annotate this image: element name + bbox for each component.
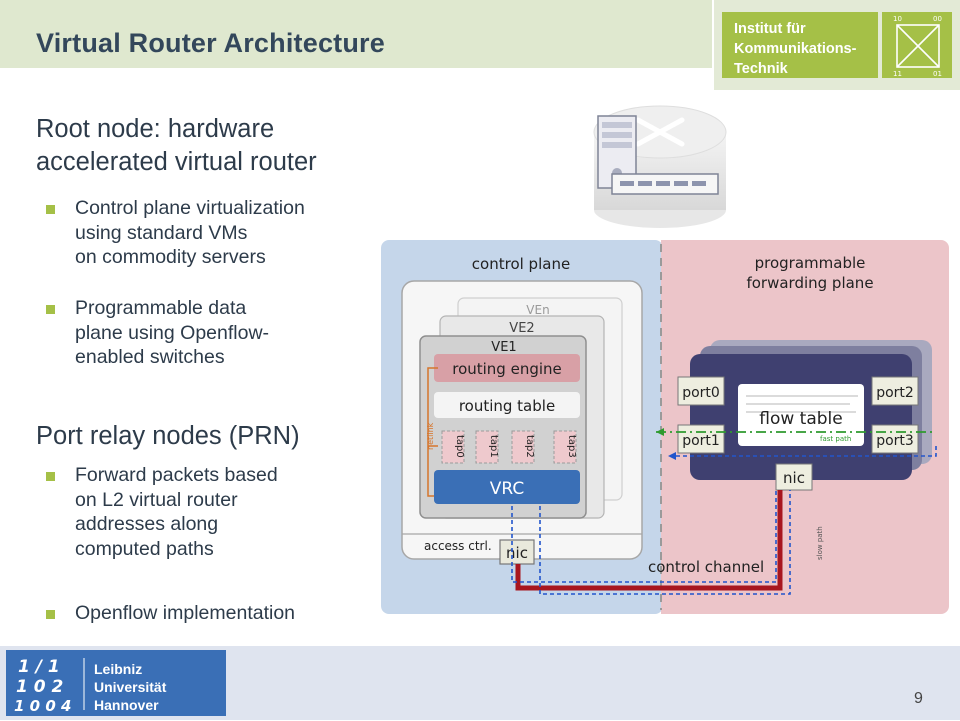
svg-text:nic: nic [783,469,805,487]
bullet-square-icon [46,610,55,619]
svg-text:control channel: control channel [648,558,764,576]
svg-text:fast path: fast path [820,435,851,443]
svg-text:routing engine: routing engine [452,360,562,378]
svg-text:tap3: tap3 [566,435,577,458]
root-node-heading: Root node: hardware accelerated virtual … [36,115,317,176]
forwarding-plane-label-1: programmable [755,254,866,272]
svg-text:tap2: tap2 [524,435,535,458]
prn-heading: Port relay nodes (PRN) [36,422,300,450]
vrc-box [434,470,580,504]
svg-text:slow path: slow path [816,526,824,560]
control-plane-label: control plane [472,255,570,273]
router-server-icon [593,105,727,228]
svg-text:access ctrl.: access ctrl. [424,539,492,553]
svg-text:tap1: tap1 [488,435,499,458]
svg-text:VRC: VRC [490,479,524,499]
svg-text:1 0 0 4: 1 0 0 4 [14,697,71,715]
svg-text:VEn: VEn [526,303,549,317]
university-logo: 1 / 1 1 0 2 1 0 0 4 Leibniz Universität … [6,650,226,716]
svg-text:00: 00 [933,15,942,23]
slide-title: Virtual Router Architecture [36,28,385,58]
svg-text:port1: port1 [682,433,720,449]
svg-text:routing table: routing table [459,397,555,415]
svg-text:1 / 1: 1 / 1 [18,657,60,677]
svg-text:10: 10 [893,15,902,23]
institute-name-box [722,12,878,78]
svg-text:11: 11 [893,70,902,78]
routing-engine-box [434,354,580,382]
institute-graph-logo: 10 00 11 01 [882,12,952,78]
bullet-openflow: Openflow implementation [46,601,391,626]
architecture-diagram: control plane programmable forwarding pl… [381,240,949,614]
title-band [0,0,712,68]
flow-table-box [738,384,864,446]
bullet-square-icon [46,305,55,314]
institute-name: Institut für Kommunikations- Technik [734,21,857,77]
bullet-square-icon [46,472,55,481]
svg-text:tap0: tap0 [454,435,465,458]
routing-table-box [434,392,580,418]
svg-text:1 0 2: 1 0 2 [16,677,63,697]
bullet-square-icon [46,205,55,214]
svg-text:VE2: VE2 [509,321,534,336]
svg-text:netlink: netlink [426,422,435,450]
svg-text:Hannover: Hannover [94,697,159,713]
svg-text:flow table: flow table [759,409,842,429]
nic-control [499,539,535,565]
svg-text:Universität: Universität [94,679,167,695]
svg-text:port2: port2 [876,385,914,401]
svg-text:VE1: VE1 [491,340,516,355]
nic-switch [775,463,813,491]
svg-text:port0: port0 [682,385,720,401]
svg-text:01: 01 [933,70,942,78]
svg-text:Leibniz: Leibniz [94,661,142,677]
svg-text:nic: nic [506,544,528,562]
svg-text:port3: port3 [876,433,914,449]
page-number: 9 [914,690,923,707]
forwarding-plane-label-2: forwarding plane [746,274,873,292]
